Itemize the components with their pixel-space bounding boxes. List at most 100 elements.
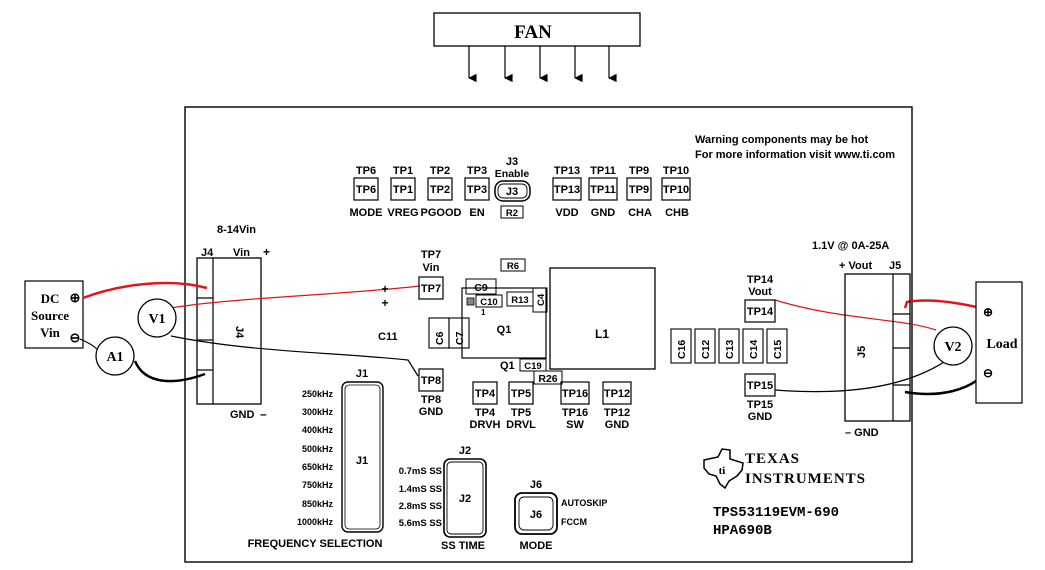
c15-label: C15: [772, 340, 784, 359]
freq-option-400: 400kHz: [302, 425, 334, 435]
test-point-tp8: TP8 TP8 GND: [418, 368, 444, 418]
freq-option-500: 500kHz: [302, 444, 334, 454]
pin-one-marker: 1: [481, 308, 486, 317]
j2-box: J2: [459, 493, 471, 505]
tp15-bottom-2: GND: [748, 411, 773, 423]
tp8-bottom-2: GND: [419, 406, 444, 418]
c7-label: C7: [454, 331, 466, 345]
tp9-bottom: CHA: [628, 207, 652, 219]
tp1-box: TP1: [393, 184, 413, 196]
r13-label: R13: [511, 295, 528, 306]
j3-subtitle: Enable: [495, 168, 530, 180]
tp10-box: TP10: [663, 184, 689, 196]
c6-label: C6: [434, 331, 446, 345]
vin-plus: +: [263, 245, 270, 259]
tp2-box: TP2: [430, 184, 450, 196]
tp6-bottom: MODE: [350, 207, 383, 219]
texas-state-icon: ti: [703, 448, 744, 490]
tp16-bottom-2: SW: [566, 419, 584, 431]
j5-output-connector: 1.1V @ 0A-25A TP14 Vout TP14 + Vout J5 J…: [744, 240, 911, 439]
freq-option-750: 750kHz: [302, 480, 334, 490]
freq-option-250: 250kHz: [302, 389, 334, 399]
logo-line-2: Instruments: [745, 471, 866, 487]
tp3-top: TP3: [467, 165, 487, 177]
tp16-box: TP16: [562, 388, 588, 400]
test-point-tp10: TP10 TP10 CHB: [661, 165, 691, 219]
dc-source: DC Source Vin ⊕ ⊖: [24, 280, 84, 349]
power-stage: C11 C6 C7 R6 C9 C10 R13 C4 1 Q1 Q1 C19 R…: [378, 258, 656, 385]
j5-label: J5: [889, 260, 901, 272]
freq-option-300: 300kHz: [302, 407, 334, 417]
airflow-arrows: [468, 46, 617, 83]
tp12-box: TP12: [604, 388, 630, 400]
frequency-title: FREQUENCY SELECTION: [248, 538, 383, 550]
svg-text:ti: ti: [719, 465, 726, 477]
v1-label: V1: [148, 312, 165, 327]
source-plus-icon: ⊕: [70, 290, 81, 305]
tp7-box: TP7: [421, 283, 441, 295]
evm-board: [184, 106, 913, 563]
texas-instruments-logo: ti Texas Instruments: [703, 448, 866, 490]
l1-label: L1: [595, 327, 609, 341]
j2-title: J2: [459, 445, 471, 457]
tp3-bottom: EN: [469, 207, 484, 219]
plus-sign-1: +: [381, 282, 388, 296]
v2-meter: V2: [933, 326, 973, 366]
plus-sign-2: +: [381, 296, 388, 310]
gnd-minus: –: [260, 407, 267, 421]
tp15-box: TP15: [747, 380, 773, 392]
tp16-bottom-1: TP16: [562, 407, 588, 419]
mode-selection: J6 J6 AUTOSKIP FCCM MODE: [514, 479, 607, 552]
q1-bottom-label: Q1: [500, 360, 515, 372]
tp9-box: TP9: [629, 184, 649, 196]
board-id: HPA690B: [713, 523, 772, 539]
j4-label: J4: [201, 247, 214, 259]
tp2-bottom: PGOOD: [421, 207, 462, 219]
test-point-tp7: TP7 Vin TP7 + +: [381, 249, 444, 310]
tp6-box: TP6: [356, 184, 376, 196]
j5-vertical-label: J5: [856, 346, 868, 358]
test-point-tp12: TP12 TP12 GND: [602, 381, 632, 431]
j4-input-connector: 8-14Vin J4 Vin + J4 GND –: [196, 224, 270, 421]
test-point-tp9: TP9 TP9 CHA: [626, 165, 652, 219]
c11-label: C11: [378, 331, 398, 343]
tp4-bottom-2: DRVH: [470, 419, 501, 431]
ss-time-title: SS TIME: [441, 540, 485, 552]
test-point-tp4: TP4 TP4 DRVH: [470, 381, 501, 431]
v2-label: V2: [944, 340, 961, 355]
a1-label: A1: [106, 350, 123, 365]
test-point-tp3: TP3 TP3 EN: [464, 165, 490, 219]
warning-line-2: For more information visit www.ti.com: [695, 149, 895, 161]
gnd-minus-label: – GND: [845, 427, 879, 439]
board-part-number: TPS53119EVM-690: [713, 505, 839, 521]
test-point-tp6: TP6 TP6 MODE: [350, 165, 383, 219]
j4-vertical-label: J4: [233, 326, 245, 339]
mode-title: MODE: [520, 540, 553, 552]
tp12-bottom-1: TP12: [604, 407, 630, 419]
tp3-box: TP3: [467, 184, 487, 196]
j3-box: J3: [506, 186, 518, 198]
mode-autoskip: AUTOSKIP: [561, 498, 607, 508]
fan: FAN: [433, 12, 641, 83]
tp6-top: TP6: [356, 165, 376, 177]
ss-time-selection: J2 J2 0.7mS SS 1.4mS SS 2.8mS SS 5.6mS S…: [399, 445, 487, 552]
r2-label: R2: [506, 208, 518, 219]
j3-title: J3: [506, 156, 518, 168]
tp14-top-2: Vout: [748, 286, 772, 298]
freq-option-850: 850kHz: [302, 499, 334, 509]
gnd-label: GND: [230, 409, 255, 421]
tp12-bottom-2: GND: [605, 419, 630, 431]
tp4-box: TP4: [475, 388, 496, 400]
mid-test-points: TP4 TP4 DRVH TP5 TP5 DRVL TP16 TP16 SW T…: [470, 381, 632, 431]
r26-label: R26: [538, 373, 557, 385]
load-label: Load: [986, 337, 1017, 352]
source-minus-icon: ⊖: [70, 330, 81, 345]
frequency-selection: J1 J1 250kHz 300kHz 400kHz 500kHz 650kHz…: [248, 368, 384, 550]
vin-label: Vin: [233, 247, 250, 259]
r6-label: R6: [507, 261, 519, 272]
v1-meter: V1: [137, 298, 177, 338]
load-minus-icon: ⊖: [983, 366, 993, 380]
test-point-tp2: TP2 TP2 PGOOD: [421, 165, 462, 219]
logo-line-1: Texas: [745, 451, 800, 467]
